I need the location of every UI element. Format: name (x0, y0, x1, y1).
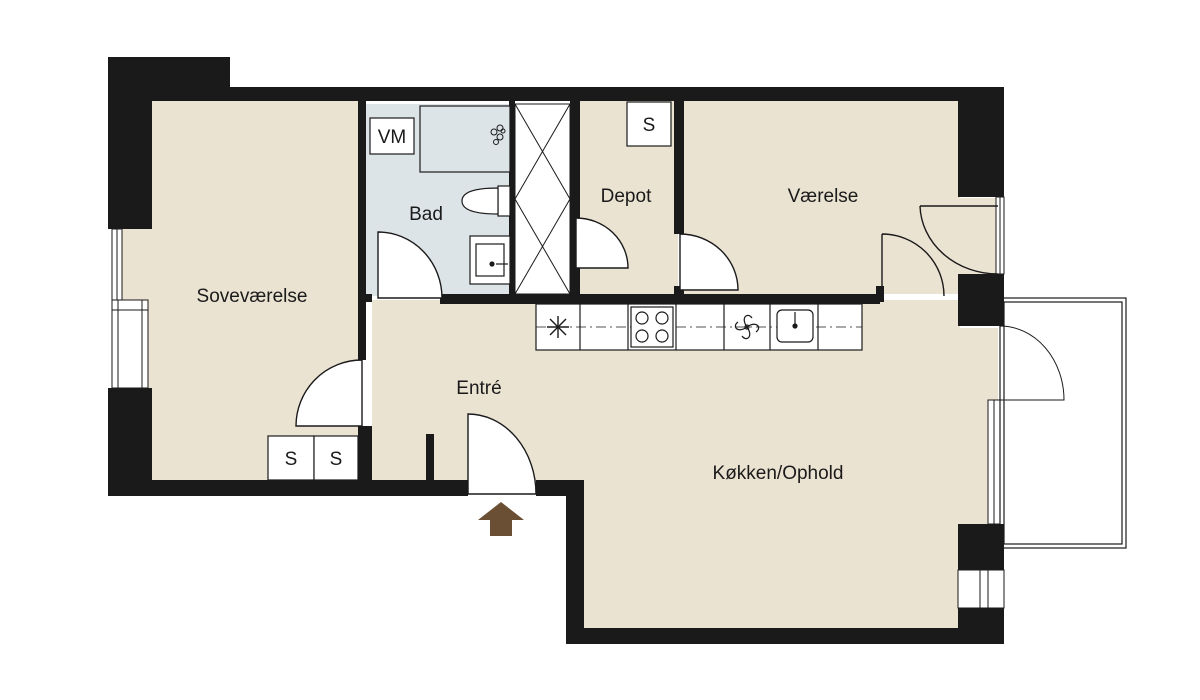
shower-icon (490, 124, 506, 145)
kitchen-sink-icon (776, 309, 814, 343)
balcony-door-swing (999, 325, 1065, 401)
label-bath: Bad (409, 204, 443, 225)
label-washer: VM (378, 127, 407, 148)
shower-cabin (514, 103, 571, 295)
wall-north (220, 87, 1004, 101)
closet-storage (626, 101, 672, 147)
toilet-icon (461, 185, 511, 217)
washbasin-icon (469, 235, 511, 285)
washer-box (369, 117, 415, 155)
wall-south-kitchen (566, 628, 1004, 644)
label-room: Værelse (788, 186, 859, 207)
label-entrance: Entré (456, 378, 501, 399)
bath-fixtures (369, 105, 511, 285)
wall-south-step (566, 480, 584, 644)
room-window-door-swing (919, 205, 999, 275)
label-storage: Depot (601, 186, 652, 207)
entrance-door-swing (467, 413, 537, 495)
wall-east-upper (958, 87, 1004, 197)
window-west (111, 228, 149, 389)
shower-floor (513, 104, 571, 296)
wall-south-west (108, 480, 468, 496)
bath-wall-panel (419, 105, 511, 173)
label-closet-bedroom-2: S (330, 449, 343, 470)
window-east-lower (957, 569, 1005, 609)
fridge-icon (547, 316, 569, 338)
storage-door-swing (575, 217, 629, 269)
wall-east-pier (958, 274, 1004, 326)
room-balcony-door-floor (958, 198, 998, 274)
wall-east-lower (958, 524, 1004, 570)
wall-bath-south (358, 294, 372, 302)
room-door-swing (679, 233, 739, 291)
room-kitchen-door-swing (881, 233, 945, 298)
stove-icon (630, 306, 674, 348)
wall-shower-east (570, 100, 580, 296)
label-closet-storage: S (643, 115, 656, 136)
wall-bedroom-east (358, 98, 366, 360)
window-east-upper (995, 196, 1005, 275)
closets (267, 101, 672, 481)
wall-bath-south-2 (440, 294, 880, 304)
wall-room-south-stub (876, 286, 884, 302)
wall-bedroom-east-lower (358, 426, 372, 482)
wall-west-lower (108, 388, 152, 496)
windows (111, 196, 1005, 609)
walls (108, 57, 1004, 644)
label-bedroom: Soveværelse (197, 286, 308, 307)
entry-arrow-icon (478, 502, 524, 536)
wall-bath-shower (509, 100, 515, 296)
bedroom-door-swing (295, 359, 363, 427)
kitchen-counter (535, 303, 863, 351)
kitchen-floor (572, 300, 960, 630)
wall-west-upper (108, 57, 152, 229)
closet-bedroom-2 (313, 435, 359, 481)
label-kitchen-living: Køkken/Ophold (713, 463, 844, 484)
labels: Soveværelse Bad Depot Værelse Entré Køkk… (197, 115, 859, 484)
wall-closet-stub (426, 434, 434, 482)
doors (295, 205, 999, 495)
label-closet-bedroom-1: S (285, 449, 298, 470)
balcony (999, 297, 1127, 549)
window-east-balcony (987, 399, 1001, 525)
wall-storage-south-stub (674, 286, 684, 298)
wall-storage-east (674, 100, 684, 234)
bath-door-swing (377, 231, 443, 299)
fan-icon (734, 314, 760, 340)
